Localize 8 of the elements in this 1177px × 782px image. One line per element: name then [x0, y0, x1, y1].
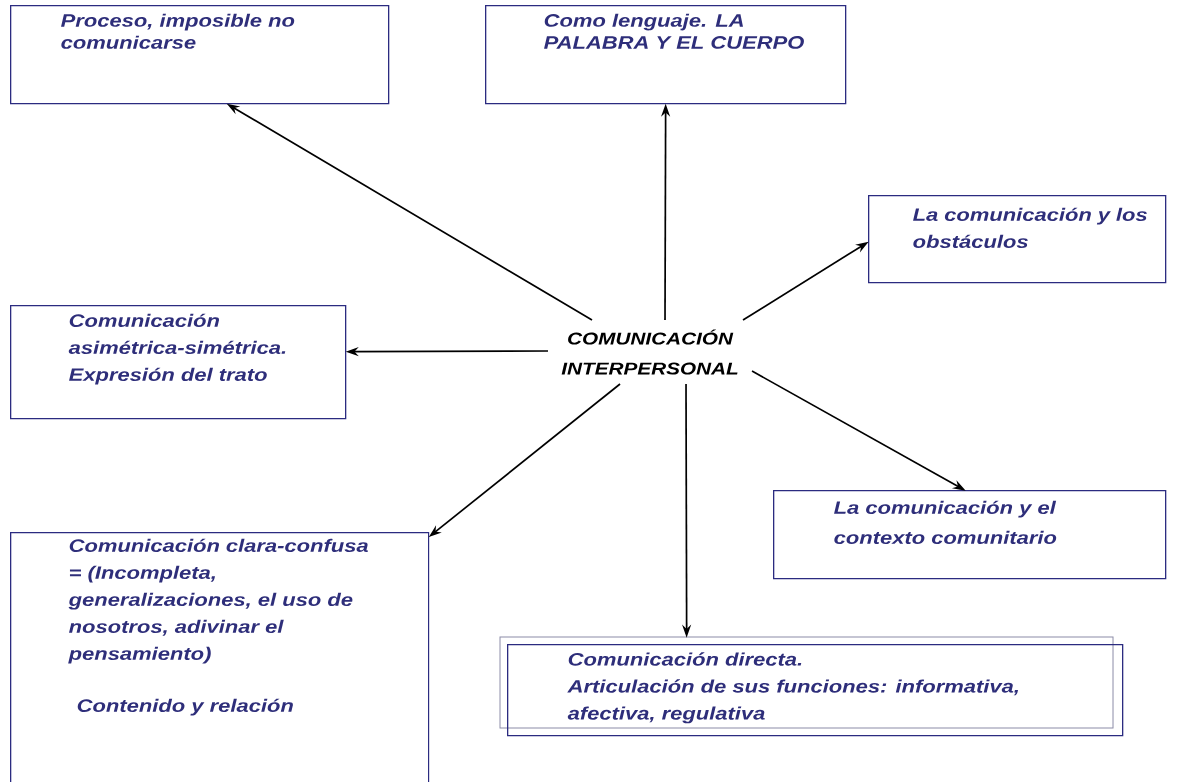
text-box: La comunicación y los obstáculos [868, 195, 1167, 284]
text-box: Comunicación directa. Articulación de sus funciones: informativa, afectiva, regulativa [499, 636, 1124, 737]
text-box: Comunicación clara-confusa = (Incompleta, generalizaciones, el uso de nosotros, adivinar el pensamiento) Contenido y relación [10, 532, 430, 782]
text-box: Comunicación asimétrica-simétrica. Expresión del trato [10, 305, 347, 420]
center-label: COMUNICACIÓN INTERPERSONAL [561, 329, 738, 375]
text-box: Proceso, imposible no comunicarse [10, 5, 390, 105]
text-box: La comunicación y el contexto comunitario [773, 490, 1167, 580]
text-box: Como lenguaje. LA PALABRA Y EL CUERPO [485, 5, 847, 105]
